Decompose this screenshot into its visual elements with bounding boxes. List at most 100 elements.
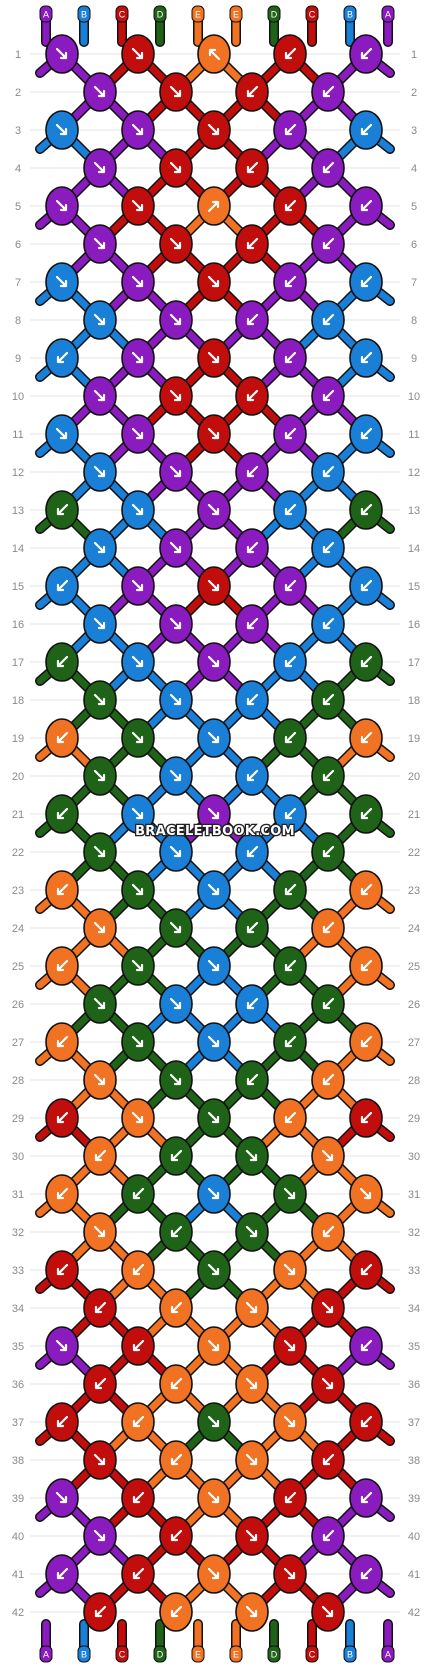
row-number-left: 29 xyxy=(12,1113,24,1125)
knot xyxy=(45,794,79,834)
knot xyxy=(349,794,383,834)
knot-direction-arrow-icon xyxy=(360,1339,373,1352)
knot-direction-arrow-icon xyxy=(246,921,259,934)
knot-direction-arrow-icon xyxy=(132,1415,145,1428)
knot xyxy=(273,110,307,150)
row-number-right: 19 xyxy=(408,733,420,745)
knot-direction-arrow-icon xyxy=(207,1035,220,1048)
top-string-label: D xyxy=(157,10,164,20)
bottom-string-label: E xyxy=(195,1650,201,1660)
knot-direction-arrow-icon xyxy=(245,1605,258,1618)
knot xyxy=(235,300,269,340)
knot xyxy=(273,946,307,986)
top-string-label: A xyxy=(385,10,391,20)
knot-direction-arrow-icon xyxy=(322,237,335,250)
knot xyxy=(273,566,307,606)
bottom-string-tag xyxy=(153,1645,167,1663)
knot xyxy=(83,680,117,720)
knot xyxy=(197,946,231,986)
row-number-left: 6 xyxy=(15,239,21,251)
bottom-string-label: A xyxy=(385,1650,391,1660)
top-string-tag xyxy=(305,5,319,23)
knot xyxy=(83,72,117,112)
knot xyxy=(121,718,155,758)
knot xyxy=(45,1326,79,1366)
knot-direction-arrow-icon xyxy=(131,959,144,972)
row-number-left: 38 xyxy=(12,1455,24,1467)
knot-direction-arrow-icon xyxy=(56,1035,69,1048)
knot-direction-arrow-icon xyxy=(284,959,297,972)
row-number-left: 28 xyxy=(12,1075,24,1087)
row-number-right: 12 xyxy=(408,467,420,479)
knot xyxy=(197,870,231,910)
top-string-tag xyxy=(229,5,243,23)
knot xyxy=(273,1554,307,1594)
knot-direction-arrow-icon xyxy=(93,389,106,402)
knot xyxy=(273,870,307,910)
knot-direction-arrow-icon xyxy=(207,1415,220,1428)
knot xyxy=(121,566,155,606)
knot-direction-arrow-icon xyxy=(169,845,182,858)
row-number-left: 13 xyxy=(12,505,24,517)
knot-direction-arrow-icon xyxy=(322,997,335,1010)
knot-direction-arrow-icon xyxy=(245,1301,258,1314)
bottom-string-label: D xyxy=(157,1650,164,1660)
row-number-right: 35 xyxy=(408,1341,420,1353)
knot-direction-arrow-icon xyxy=(93,617,106,630)
bottom-string-label: D xyxy=(271,1650,278,1660)
knot-direction-arrow-icon xyxy=(284,883,297,896)
row-number-right: 1 xyxy=(411,49,417,61)
knot-direction-arrow-icon xyxy=(55,123,68,136)
knot-direction-arrow-icon xyxy=(284,1035,297,1048)
knot xyxy=(273,1402,307,1442)
knot xyxy=(197,262,231,302)
knot-direction-arrow-icon xyxy=(207,351,220,364)
knot xyxy=(349,490,383,530)
knot-direction-arrow-icon xyxy=(207,1263,220,1276)
knot-direction-arrow-icon xyxy=(245,1453,258,1466)
knot-direction-arrow-icon xyxy=(55,199,68,212)
knot-direction-arrow-icon xyxy=(93,845,106,858)
knot xyxy=(121,870,155,910)
knot-direction-arrow-icon xyxy=(55,427,68,440)
knot-direction-arrow-icon xyxy=(131,1111,144,1124)
knot-direction-arrow-icon xyxy=(360,807,373,820)
row-number-right: 33 xyxy=(408,1265,420,1277)
bottom-string-tag xyxy=(229,1645,243,1663)
knot-direction-arrow-icon xyxy=(207,1339,220,1352)
knot-direction-arrow-icon xyxy=(322,617,335,630)
knot-direction-arrow-icon xyxy=(170,1605,183,1618)
row-number-right: 40 xyxy=(408,1531,420,1543)
knot xyxy=(83,1440,117,1480)
row-number-left: 25 xyxy=(12,961,24,973)
row-number-left: 21 xyxy=(12,809,24,821)
knot xyxy=(311,528,345,568)
knot xyxy=(235,1212,269,1252)
knot-direction-arrow-icon xyxy=(360,427,373,440)
knot xyxy=(45,262,79,302)
row-number-right: 8 xyxy=(411,315,417,327)
row-number-left: 23 xyxy=(12,885,24,897)
knot xyxy=(159,300,193,340)
knot xyxy=(83,224,117,264)
knot-direction-arrow-icon xyxy=(55,1339,68,1352)
knot xyxy=(83,1516,117,1556)
knot xyxy=(121,1326,155,1366)
top-string-tag xyxy=(39,5,53,23)
knot-direction-arrow-icon xyxy=(56,1263,69,1276)
knot xyxy=(197,110,231,150)
knot-direction-arrow-icon xyxy=(321,1301,334,1314)
knot-direction-arrow-icon xyxy=(246,541,259,554)
row-number-left: 16 xyxy=(12,619,24,631)
knot xyxy=(197,1478,231,1518)
knot-direction-arrow-icon xyxy=(56,503,69,516)
knot xyxy=(235,680,269,720)
knot xyxy=(121,110,155,150)
knot-direction-arrow-icon xyxy=(283,1263,296,1276)
row-number-right: 15 xyxy=(408,581,420,593)
knot-direction-arrow-icon xyxy=(245,1377,258,1390)
knot-direction-arrow-icon xyxy=(55,275,68,288)
knot-direction-arrow-icon xyxy=(245,1225,258,1238)
knot-direction-arrow-icon xyxy=(284,123,297,136)
knot xyxy=(159,1212,193,1252)
